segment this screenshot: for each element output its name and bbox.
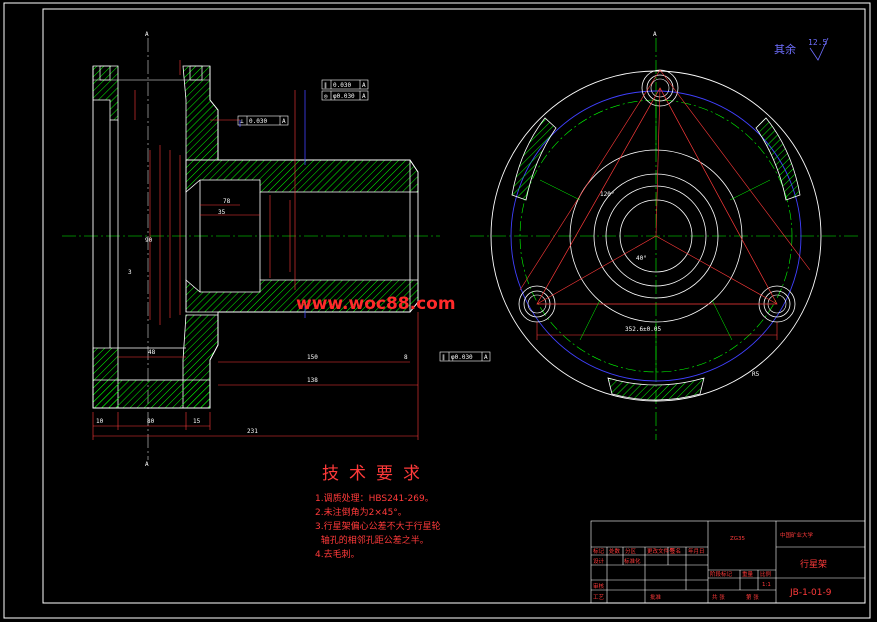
outer-circle [490,70,822,402]
bolt-circle-green [519,99,793,373]
svg-text:工艺: 工艺 [593,594,605,601]
requirement-3: 3.行星架偏心公差不大于行星轮 [315,520,441,532]
svg-text:标记: 标记 [593,547,605,555]
title-block [590,520,866,604]
svg-text:0.030: 0.030 [333,82,351,89]
svg-text:1:1: 1:1 [762,582,771,588]
svg-text:设计: 设计 [593,557,605,565]
svg-text:比例: 比例 [760,570,772,578]
dim-120: 120° [600,191,614,198]
svg-text:年月日: 年月日 [688,547,705,555]
svg-text:处数: 处数 [609,547,621,555]
svg-text:⊥: ⊥ [240,118,244,125]
svg-text:∥: ∥ [442,354,445,361]
svg-text:A: A [653,31,657,38]
fcf-top-1: ∥ 0.030 A [321,79,369,90]
svg-text:重量: 重量 [742,570,754,578]
hub-inner [605,185,707,287]
hub-hatch-top [185,159,419,193]
svg-text:0.030: 0.030 [249,118,267,125]
svg-text:分区: 分区 [625,547,637,555]
requirements-title: 技术要求 [322,464,430,484]
svg-text:A: A [145,31,149,38]
svg-text:共 张: 共 张 [712,593,725,601]
dim-10: 10 [96,418,104,425]
svg-text:签名: 签名 [670,547,681,555]
dim-80: 80 [147,418,155,425]
slot-right [755,117,801,201]
requirement-1: 1.调质处理：HBS241-269。 [315,492,434,504]
roughness-symbol: 其余 12.5 [774,37,829,61]
svg-text:更改文件号: 更改文件号 [647,547,675,555]
drawing-name: 行星架 [800,558,827,570]
dim-8: 8 [404,354,408,361]
flange-hatch-top [92,65,119,121]
section-view: A A [62,31,440,468]
bore [619,199,693,273]
dim-15: 15 [193,418,201,425]
inner-frame [42,8,866,604]
fcf-mid: ⊥ 0.030 A [237,115,289,126]
svg-text:∥: ∥ [324,82,327,89]
fcf-bottom: ∥ φ0.030 A [439,351,491,362]
dim-40: 40° [636,255,647,262]
fcf-top-2: ◎ φ0.030 A [321,90,369,101]
svg-text:A: A [282,118,286,125]
bolt-circle-blue [510,90,802,382]
requirement-4: 4.去毛刺。 [315,548,360,560]
svg-text:A: A [145,461,149,468]
dim-35: 35 [218,209,226,216]
svg-text:A: A [362,82,366,89]
dim-231: 231 [247,428,258,435]
base-hatch [92,379,211,409]
svg-text:审核: 审核 [593,582,605,590]
svg-text:其余: 其余 [774,42,796,56]
title-block-text: 标记 处数 分区 更改文件号 签名 年月日 设计 标准化 阶段标记 重量 比例 … [593,531,832,601]
requirement-3b: 轴孔的相邻孔距公差之半。 [315,534,429,546]
watermark: www.woc88.com [296,294,456,314]
hub-middle [593,173,719,299]
dim-352: 352.6±0.05 [625,326,662,333]
body-outline [92,66,419,409]
requirement-2: 2.未注倒角为2×45°。 [315,506,407,518]
company-name: 中国矿业大学 [780,531,814,539]
svg-text:标准化: 标准化 [624,557,641,565]
drawing-number: JB-1-01-9 [789,588,832,598]
svg-text:A: A [362,93,366,100]
svg-text:第 张: 第 张 [746,593,759,601]
slot-bottom [607,377,705,401]
dim-r5: R5 [752,371,760,378]
dim-78: 78 [223,198,231,205]
end-view: A [470,31,860,440]
dim-3: 3 [128,269,132,276]
dim-138: 138 [307,377,318,384]
outer-frame [3,2,871,619]
slot-left [511,117,557,201]
svg-text:12.5: 12.5 [808,38,827,47]
material: ZG35 [730,536,746,542]
center-triangle [536,87,778,305]
dim-48: 48 [148,349,156,356]
technical-requirements: 技术要求 1.调质处理：HBS241-269。 2.未注倒角为2×45°。 3.… [315,464,441,560]
dim-90: 90 [145,237,153,244]
svg-text:◎: ◎ [324,93,328,100]
svg-text:A: A [484,354,488,361]
svg-text:阶段标记: 阶段标记 [710,570,733,578]
svg-text:φ0.030: φ0.030 [451,354,473,361]
svg-text:批准: 批准 [650,593,662,601]
svg-text:φ0.030: φ0.030 [333,93,355,100]
dim-150: 150 [307,354,318,361]
